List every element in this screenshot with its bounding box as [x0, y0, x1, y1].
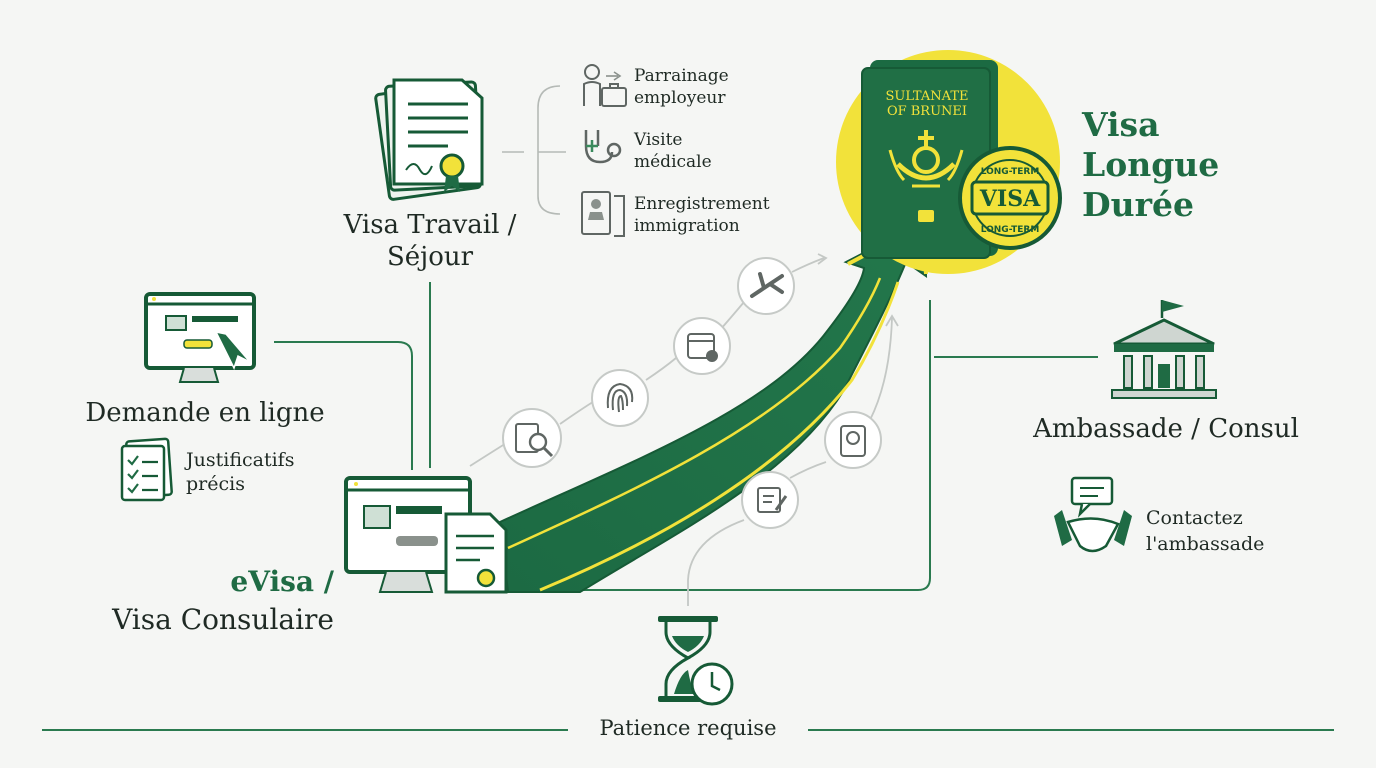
destination-title-line3: Durée	[1082, 185, 1194, 224]
brunei-crest-icon	[888, 130, 964, 188]
employer-sponsor-icon	[583, 64, 627, 107]
visa-stamp-ring-text-top: LONG-TERM	[981, 167, 1040, 177]
requirement-medical-line2: médicale	[634, 152, 712, 172]
embassy-building-icon	[1111, 300, 1217, 399]
requirement-immigration-line1: Enregistrement	[634, 194, 770, 214]
requirements-bracket	[502, 71, 622, 215]
documents-label-line2: précis	[186, 473, 245, 495]
visa-stamp-ring-text-bottom: LONG-TERM	[981, 225, 1040, 235]
visa-stamp-word: VISA	[979, 186, 1041, 212]
long-term-visa-stamp	[958, 146, 1062, 250]
contact-embassy-line2: l'ambassade	[1146, 533, 1265, 555]
lower-step-path	[687, 314, 899, 606]
patience-label: Patience requise	[599, 716, 777, 740]
online-application-monitor-icon	[144, 292, 256, 383]
hourglass-clock-icon	[658, 616, 734, 706]
evisa-document-icon	[444, 512, 508, 594]
step-circle-search-icon	[502, 408, 562, 468]
connector-lines	[274, 282, 1098, 591]
step-circle-passport-icon	[824, 411, 882, 469]
evisa-title-line1: eVisa /	[230, 565, 334, 598]
step-circle-calendar-icon	[673, 317, 731, 375]
stethoscope-icon	[584, 130, 622, 164]
brunei-passport	[836, 50, 1062, 274]
online-application-label: Demande en ligne	[85, 398, 325, 428]
immigration-stamp-icon	[581, 191, 625, 237]
embassy-label: Ambassade / Consul	[1033, 414, 1299, 444]
work-visa-title-line1: Visa Travail /	[343, 210, 517, 240]
destination-title-line2: Longue	[1082, 145, 1220, 184]
handshake-icon	[1054, 476, 1132, 553]
step-circle-fingerprint-icon	[591, 369, 649, 427]
contact-embassy-line1: Contactez	[1146, 507, 1243, 529]
work-visa-document-icon	[374, 78, 484, 201]
evisa-title-line2: Visa Consulaire	[112, 603, 334, 636]
requirement-medical-line1: Visite	[634, 130, 683, 150]
requirement-immigration-line2: immigration	[634, 216, 740, 236]
requirement-sponsor-line1: Parrainage	[634, 66, 729, 86]
step-circle-form-icon	[741, 471, 799, 529]
passport-country-line1: SULTANATE	[886, 89, 969, 104]
passport-country-line2: OF BRUNEI	[887, 104, 967, 119]
destination-title-line1: Visa	[1082, 105, 1160, 144]
checklist-documents-icon	[120, 437, 173, 502]
work-visa-title-line2: Séjour	[386, 242, 474, 272]
step-circle-airplane-icon	[737, 257, 795, 315]
documents-label-line1: Justificatifs	[186, 449, 295, 471]
requirement-sponsor-line2: employeur	[634, 88, 726, 108]
